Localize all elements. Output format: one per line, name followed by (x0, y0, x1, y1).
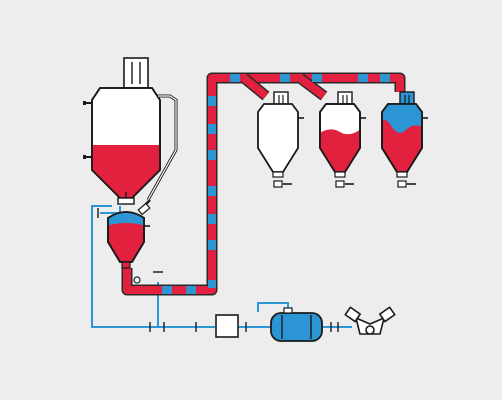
air-line-fittings (97, 208, 339, 332)
receiving-hopper-1 (257, 91, 304, 188)
receiving-hopper-3 (381, 91, 428, 188)
storage-silo (83, 57, 178, 201)
air-receiver-tank (270, 307, 323, 342)
air-slugs (162, 74, 390, 294)
blow-pressure-vessel (107, 211, 150, 284)
conveying-pipeline (121, 72, 406, 296)
air-compressor (344, 306, 396, 335)
v-engine-icon (344, 306, 396, 335)
air-dryer-box (215, 314, 239, 338)
rotary-feeder (117, 192, 151, 216)
receiving-hopper-2 (319, 91, 366, 188)
silo-bin-vent-filter (123, 57, 149, 89)
